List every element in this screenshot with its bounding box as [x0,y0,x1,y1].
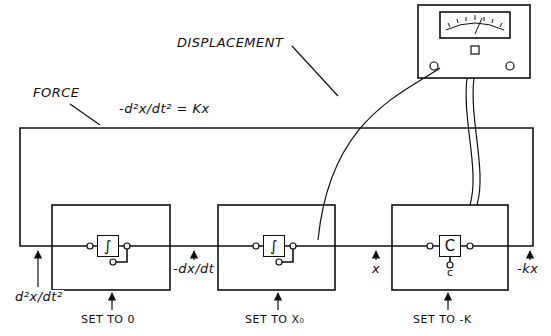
signal-label: SET TO X₀ [244,314,305,326]
coefficient-unit [392,205,508,290]
signal-label: -dx/dt [172,262,215,276]
signal-label: SET TO 0 [80,314,136,326]
signal-wire [285,245,439,247]
leader-line [70,104,100,125]
integrator-box: ∫ [263,235,285,257]
block-symbol: C [445,239,455,254]
integrator-unit [218,205,335,290]
signal-label: FORCE [32,86,81,100]
meter-dial [440,12,510,38]
coef-stem [449,257,451,262]
coefficient-label: c [447,267,453,278]
signal-label: -d²x/dt² = Kx [118,102,211,116]
integrator-unit [52,205,170,290]
block-symbol: ∫ [270,239,278,254]
meter-wire [466,78,473,205]
signal-label: d²x/dt² [14,290,64,304]
signal-wire [20,128,533,246]
leader-line [292,46,338,96]
block-symbol: ∫ [104,239,112,254]
signal-label: x [371,262,381,276]
meter-wire [473,78,480,205]
meter-zero [471,46,479,54]
signal-label: -kx [516,262,539,276]
meter-case [418,5,530,78]
signal-wire [119,245,263,247]
integrator-box: ∫ [97,235,119,257]
signal-label: SET TO -K [412,314,473,326]
signal-label: DISPLACEMENT [176,36,284,50]
coefficient-box: Cc [439,235,461,257]
